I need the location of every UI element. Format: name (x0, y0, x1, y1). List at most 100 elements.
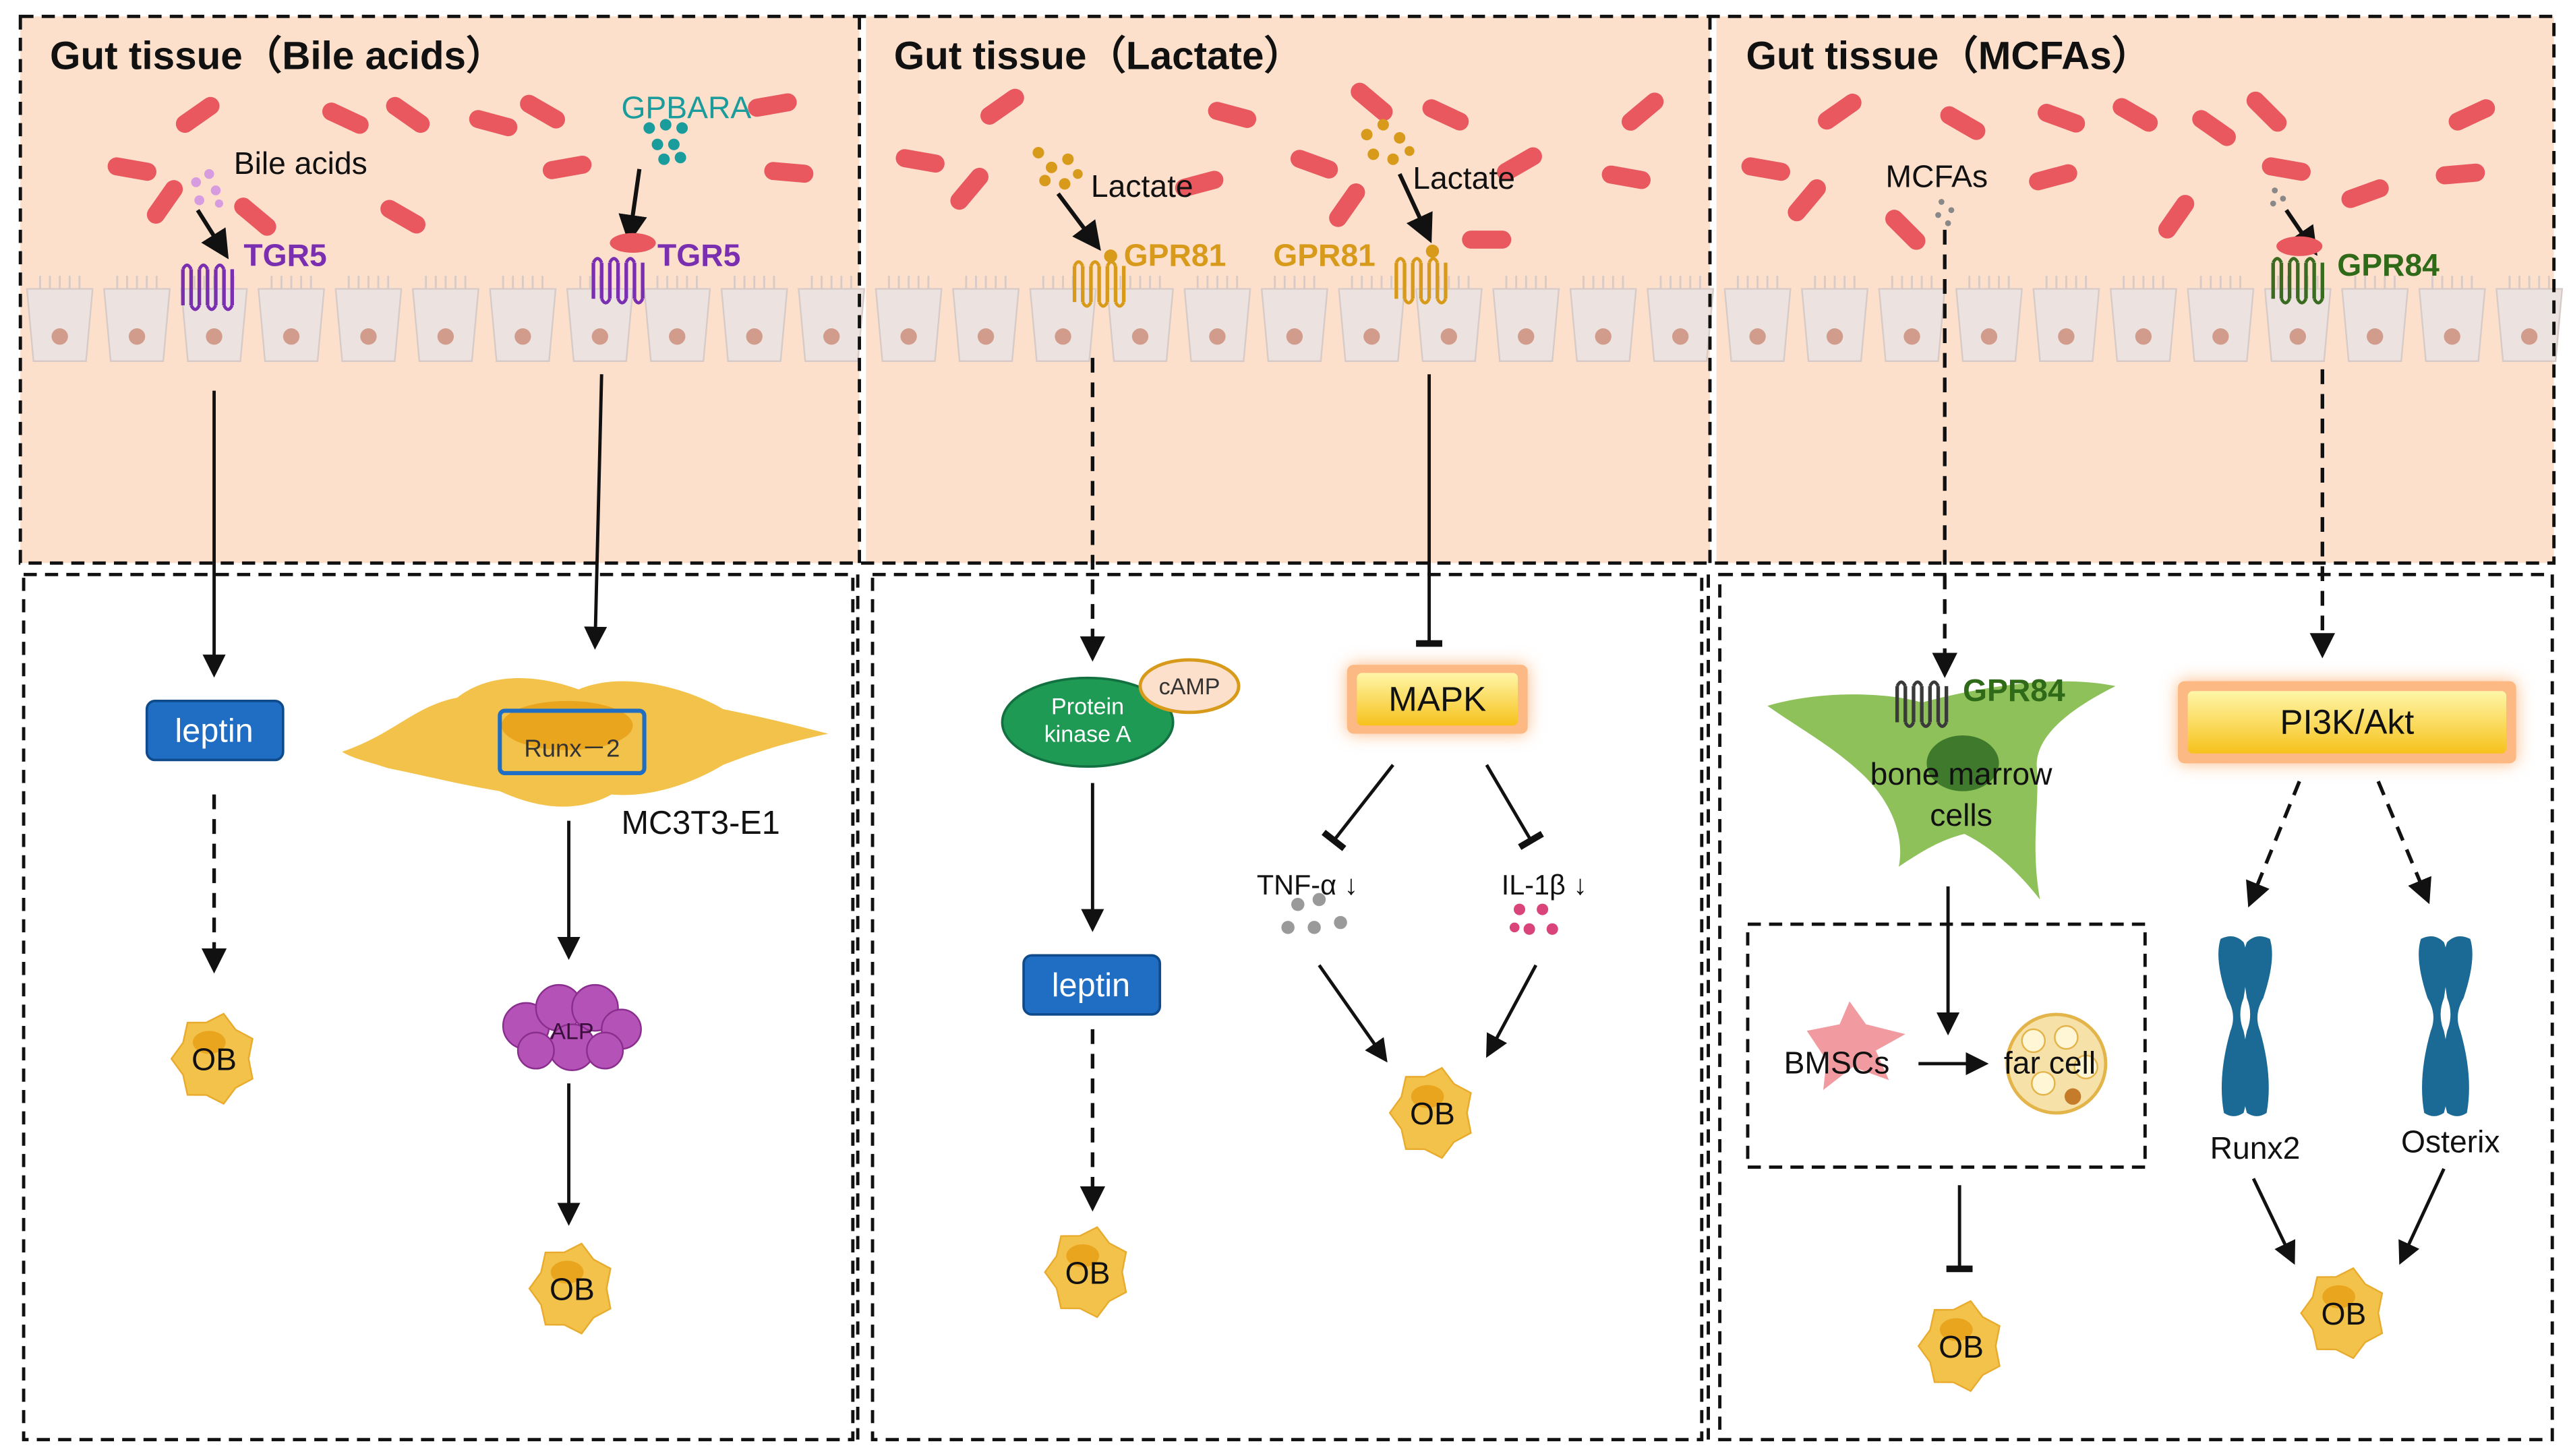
ob-osteoblast-cell: OB (528, 1242, 612, 1335)
svg-text:PI3K/Akt: PI3K/Akt (2280, 703, 2414, 741)
svg-text:kinase A: kinase A (1044, 722, 1131, 748)
epithelial-cell (1415, 276, 1483, 362)
tgr5-receptor-2-icon (593, 259, 643, 303)
panel-title-lactate: Gut tissue（Lactate） (894, 34, 1303, 78)
mcfas-label: MCFAs (1886, 159, 1988, 194)
bacterium (950, 167, 988, 210)
alp-enzyme-icon: ALP (502, 983, 642, 1071)
bacterium (386, 96, 430, 133)
bacterium (2037, 104, 2086, 133)
gpbara-label: GPBARA (621, 90, 751, 125)
leptin-box-2: leptin (1022, 954, 1162, 1016)
bone-marrow-label-line2: cells (1930, 797, 1992, 832)
runx2-label: Runx2 (2210, 1130, 2301, 1165)
svg-text:Protein: Protein (1051, 694, 1124, 719)
fat-cell-label: far cell (2004, 1045, 2096, 1081)
epithelial-cell (1106, 276, 1175, 362)
bacterium (542, 155, 592, 179)
bacterium (895, 149, 945, 173)
tnf-dots (1281, 892, 1347, 934)
bacterium (1787, 179, 1826, 222)
gpr81-receptor-1-icon (1075, 262, 1124, 306)
epithelial-cell (334, 276, 403, 362)
bacterium (1741, 157, 1790, 181)
gpr81-label-2: GPR81 (1273, 237, 1376, 272)
protein-kinase-a: Protein kinase A (1001, 676, 1175, 768)
bacterium (1622, 92, 1664, 131)
epithelial-cell (952, 276, 1020, 362)
gpr81-receptor-2-icon (1396, 259, 1446, 303)
panel-borders (18, 14, 2556, 1442)
bacterium (2435, 163, 2485, 185)
fat-cell (2005, 1012, 2108, 1115)
bacterium (2341, 179, 2389, 208)
epithelial-cell (26, 276, 94, 362)
lactate-label-2: Lactate (1413, 160, 1515, 195)
ob-osteoblast-cell: OB (170, 1012, 254, 1105)
svg-text:cAMP: cAMP (1159, 674, 1220, 700)
epithelial-cell (720, 276, 788, 362)
ob-osteoblast-cell: OB (1388, 1066, 1472, 1159)
bacterium (1885, 210, 1926, 250)
epithelial-cell (2495, 276, 2564, 362)
ob-label: OB (1410, 1096, 1455, 1131)
osterix-label: Osterix (2401, 1124, 2500, 1159)
bacterium (146, 180, 183, 224)
bacterium (1818, 93, 1862, 130)
epithelial-cell (1260, 276, 1328, 362)
bacterium (1175, 171, 1224, 198)
bacterium (748, 93, 797, 117)
tgr5-label-2: TGR5 (657, 237, 740, 272)
gpbara-dots (643, 119, 688, 165)
bacterium (107, 157, 156, 181)
epithelial-cell (1492, 276, 1560, 362)
bacterium (2029, 164, 2077, 191)
svg-text:leptin: leptin (1052, 967, 1130, 1004)
il1b-dots (1509, 903, 1558, 935)
bacterium (1940, 106, 1986, 140)
tnf-alpha-label: TNF-α ↓ (1257, 870, 1358, 901)
bacterium (469, 110, 518, 137)
ob-osteoblast-cell: OB (1917, 1300, 2001, 1393)
bacterium (1497, 147, 1542, 181)
ob-label: OB (191, 1042, 237, 1077)
epithelial-cell (103, 276, 171, 362)
panel-title-mcfas: Gut tissue（MCFAs） (1746, 34, 2152, 78)
bacterium (2262, 157, 2311, 181)
bmsc-cell (1806, 1001, 1905, 1090)
epithelial-cell (411, 276, 479, 362)
mc3t3-label: MC3T3-E1 (621, 805, 779, 841)
lactate-dots-1 (1032, 146, 1083, 190)
epithelial-cell (1029, 276, 1097, 362)
epithelial-cell (489, 276, 557, 362)
epithelial-cell (2418, 276, 2486, 362)
runx-2-label: Runx－2 (524, 735, 620, 762)
epithelial-cell (566, 276, 634, 362)
svg-text:MAPK: MAPK (1388, 679, 1486, 718)
bacterium (175, 96, 220, 133)
epithelial-cell (1647, 276, 1715, 362)
bacterium (980, 88, 1024, 125)
bacterium (1462, 231, 1512, 249)
bacterium (2192, 110, 2236, 146)
bacterium (520, 94, 566, 129)
bacterium (1351, 82, 1393, 121)
bacterium (2158, 195, 2195, 239)
lactate-dots-2 (1361, 119, 1415, 165)
epithelial-cell (2109, 276, 2177, 362)
bacterium (322, 102, 369, 134)
epithelium-layer (26, 276, 2564, 362)
gpr81-label-1: GPR81 (1124, 237, 1227, 272)
epithelial-cell (1878, 276, 1946, 362)
leptin-box-1: leptin (145, 699, 285, 762)
epithelial-cell (1723, 276, 1792, 362)
camp-badge: cAMP (1138, 658, 1241, 715)
bone-marrow-cell (1767, 681, 2116, 900)
mcfa-dots (1935, 187, 2286, 226)
gut-bacteria (107, 82, 2495, 250)
ob-label: OB (2322, 1296, 2367, 1331)
bacterium (764, 162, 814, 183)
bacterium (1208, 102, 1257, 128)
tgr5-receptor-icon (183, 265, 232, 309)
